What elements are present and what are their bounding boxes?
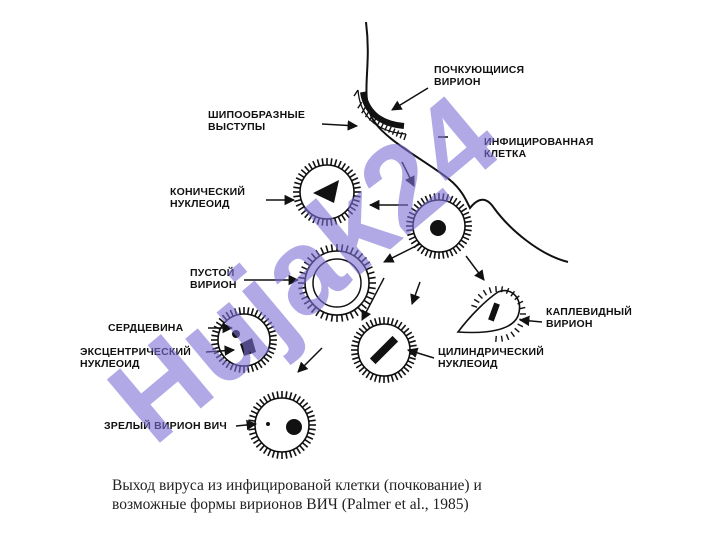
budding-virion [353,89,407,141]
drop-virion-label-line2: ВИРИОН [546,318,593,330]
empty-virion-label-line1: ПУСТОЙ [190,267,235,279]
eccentric-nucleoid-label: ЭКСЦЕНТРИЧЕСКИЙ НУКЛЕОИД [80,346,191,370]
central-core [430,220,446,236]
figure-caption: Выход вируса из инфицированой клетки (по… [112,476,652,514]
infected-cell-label-line2: КЛЕТКА [484,148,527,160]
budding-virion-label-line2: ВИРИОН [434,76,481,88]
conical-nucleoid-core [313,180,339,203]
drop-shaped-virion [456,286,526,342]
cylindrical-nucleoid-label-line2: НУКЛЕОИД [438,358,498,370]
mature-virion-dot [266,422,270,426]
spikes-label: ШИПООБРАЗНЫЕ ВЫСТУПЫ [208,109,305,133]
cylindrical-nucleoid-label-line1: ЦИЛИНДРИЧЕСКИЙ [438,346,545,358]
caption-line2: возможные формы вирионов ВИЧ (Palmer et … [112,496,469,513]
budding-virion-label: ПОЧКУЮЩИИСЯ ВИРИОН [434,64,524,88]
conical-nucleoid-label: КОНИЧЕСКИЙ НУКЛЕОИД [170,186,245,210]
conical-nucleoid-label-line2: НУКЛЕОИД [170,198,230,210]
heart-core-dot [232,330,240,338]
budding-virion-label-line1: ПОЧКУЮЩИИСЯ [434,64,525,76]
central-virion [406,193,472,259]
cylindrical-nucleoid-label: ЦИЛИНДРИЧЕСКИЙ НУКЛЕОИД [438,346,544,370]
mature-virion-core [286,419,302,435]
infected-cell-label: ИНФИЦИРОВАННАЯ КЛЕТКА [484,136,594,160]
empty-virion-label-line2: ВИРИОН [190,279,237,291]
infected-cell-label-line1: ИНФИЦИРОВАННАЯ [484,136,594,148]
drop-virion-label-line1: КАПЛЕВИДНЫЙ [546,306,632,318]
spikes-label-line2: ВЫСТУПЫ [208,121,266,133]
mature-virion-label: ЗРЕЛЫЙ ВИРИОН ВИЧ [104,420,227,432]
conical-nucleoid-label-line1: КОНИЧЕСКИЙ [170,186,246,198]
arrows [205,87,543,431]
caption-line1: Выход вируса из инфицированой клетки (по… [112,477,482,494]
mature-virion [248,391,316,459]
cylindrical-nucleoid-virion [351,317,417,383]
spikes-label-line1: ШИПООБРАЗНЫЕ [208,109,306,121]
eccentric-nucleoid-label-line1: ЭКСЦЕНТРИЧЕСКИЙ [80,346,192,358]
heart-core-label: СЕРДЦЕВИНА [108,322,183,334]
conical-nucleoid-virion [293,158,361,226]
heart-core-label-line1: СЕРДЦЕВИНА [108,322,184,334]
mature-virion-label-line1: ЗРЕЛЫЙ ВИРИОН ВИЧ [104,420,227,432]
drop-virion-core [488,302,500,322]
empty-virion [298,244,376,322]
eccentric-nucleoid-label-line2: НУКЛЕОИД [80,358,140,370]
drop-virion-label: КАПЛЕВИДНЫЙ ВИРИОН [546,306,632,330]
cylindrical-nucleoid-core [369,335,399,365]
empty-virion-label: ПУСТОЙ ВИРИОН [190,267,237,291]
eccentric-nucleoid-core [240,338,256,356]
eccentric-nucleoid-virion [211,307,277,373]
empty-virion-inner-ring [312,258,362,308]
